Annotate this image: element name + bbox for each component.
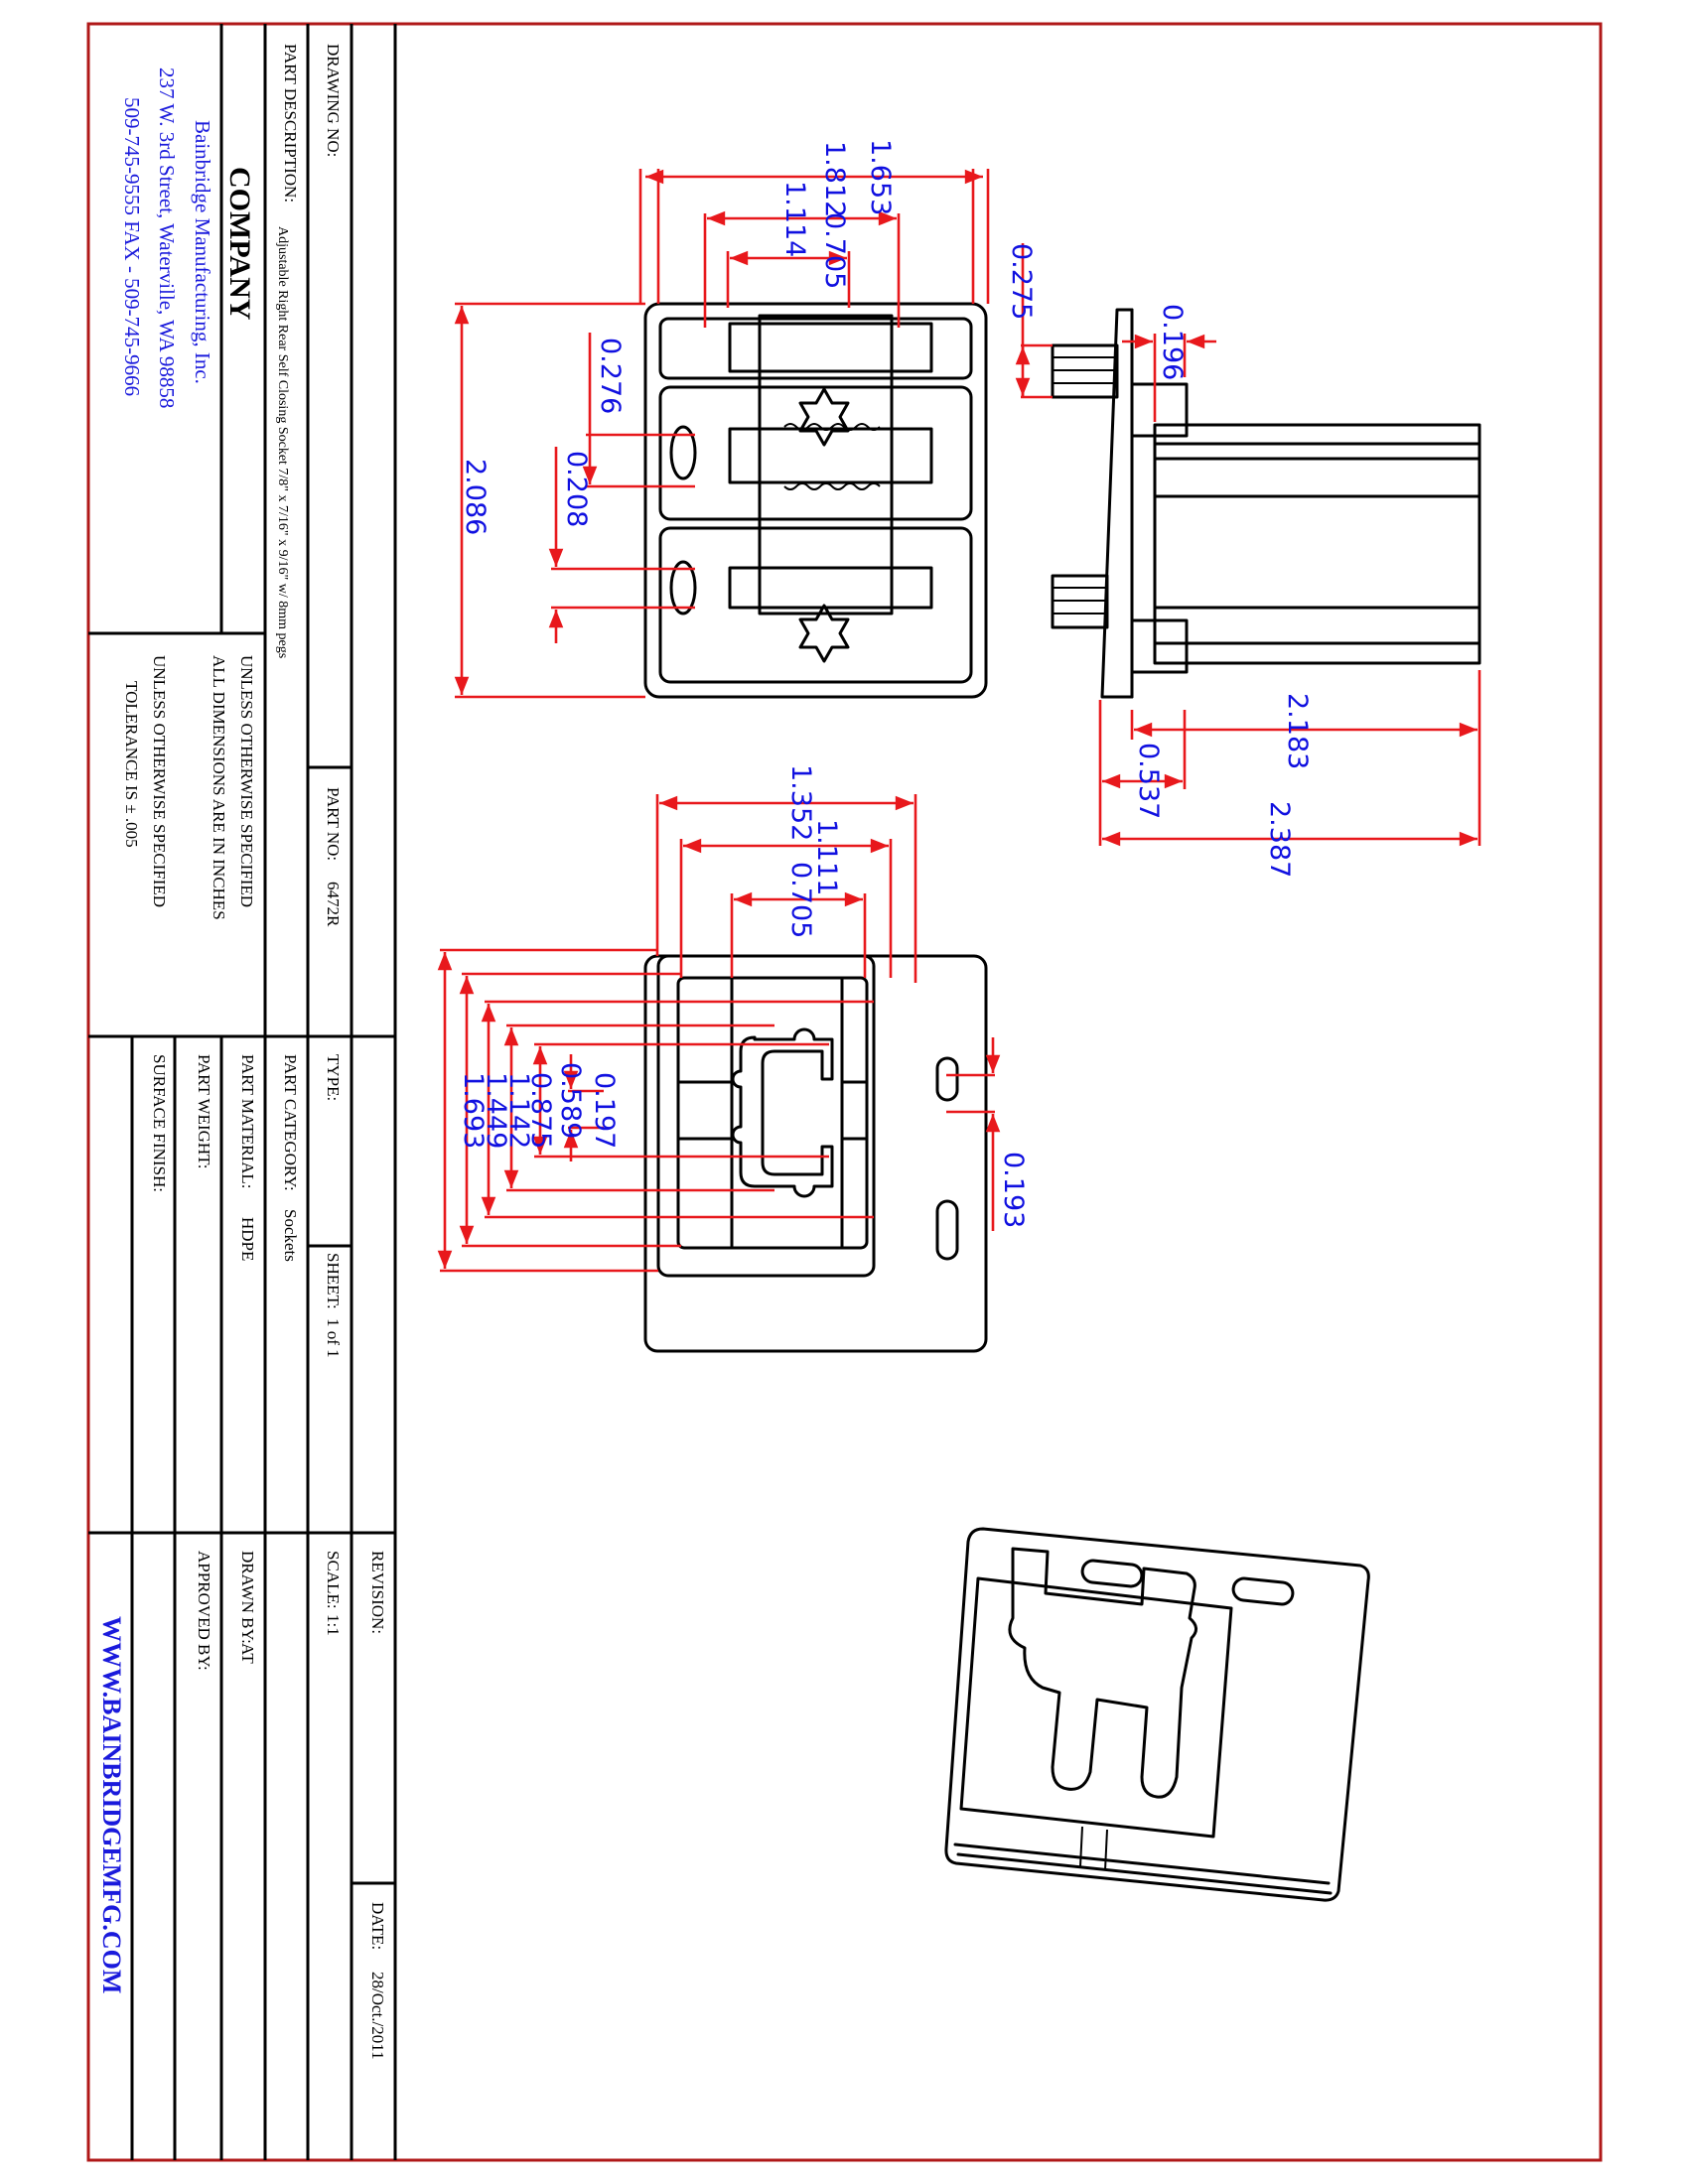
star-icon <box>798 604 850 663</box>
dim-0705-front: 0.705 <box>785 862 816 938</box>
dim-0196: 0.196 <box>1157 304 1188 380</box>
dim-1352: 1.352 <box>785 764 816 841</box>
dim-0875: 0.875 <box>525 1072 556 1149</box>
dim-0705-top: 0.705 <box>819 212 850 289</box>
dim-0197: 0.197 <box>589 1072 620 1149</box>
dim-2387: 2.387 <box>1264 801 1295 878</box>
isometric-view <box>944 1527 1370 1902</box>
dim-1653: 1.653 <box>865 139 896 215</box>
dim-1449: 1.449 <box>481 1072 511 1149</box>
dim-2086: 2.086 <box>460 459 491 535</box>
front-view: 1.352 1.111 0.705 0.197 0.589 0.875 1.14… <box>437 764 1029 1353</box>
sheet-border <box>86 22 1603 2162</box>
dim-1812: 1.812 <box>819 141 850 217</box>
dim-0275: 0.275 <box>1006 243 1037 320</box>
dim-0193: 0.193 <box>998 1152 1029 1228</box>
dim-1114: 1.114 <box>779 181 810 257</box>
dim-0537: 0.537 <box>1133 743 1164 819</box>
dim-2183: 2.183 <box>1282 693 1313 769</box>
dim-0208: 0.208 <box>561 451 592 527</box>
star-icon <box>798 387 850 447</box>
dim-1693: 1.693 <box>458 1072 489 1149</box>
top-view: 1.653 1.812 1.114 0.705 0.276 0.208 2.08… <box>454 139 990 699</box>
dim-0276: 0.276 <box>595 338 626 414</box>
dim-0589: 0.589 <box>555 1062 586 1139</box>
dim-1142: 1.142 <box>503 1072 534 1149</box>
dim-1111: 1.111 <box>811 819 842 895</box>
side-view: 0.275 0.196 2.183 0.537 2.387 <box>1006 243 1481 878</box>
